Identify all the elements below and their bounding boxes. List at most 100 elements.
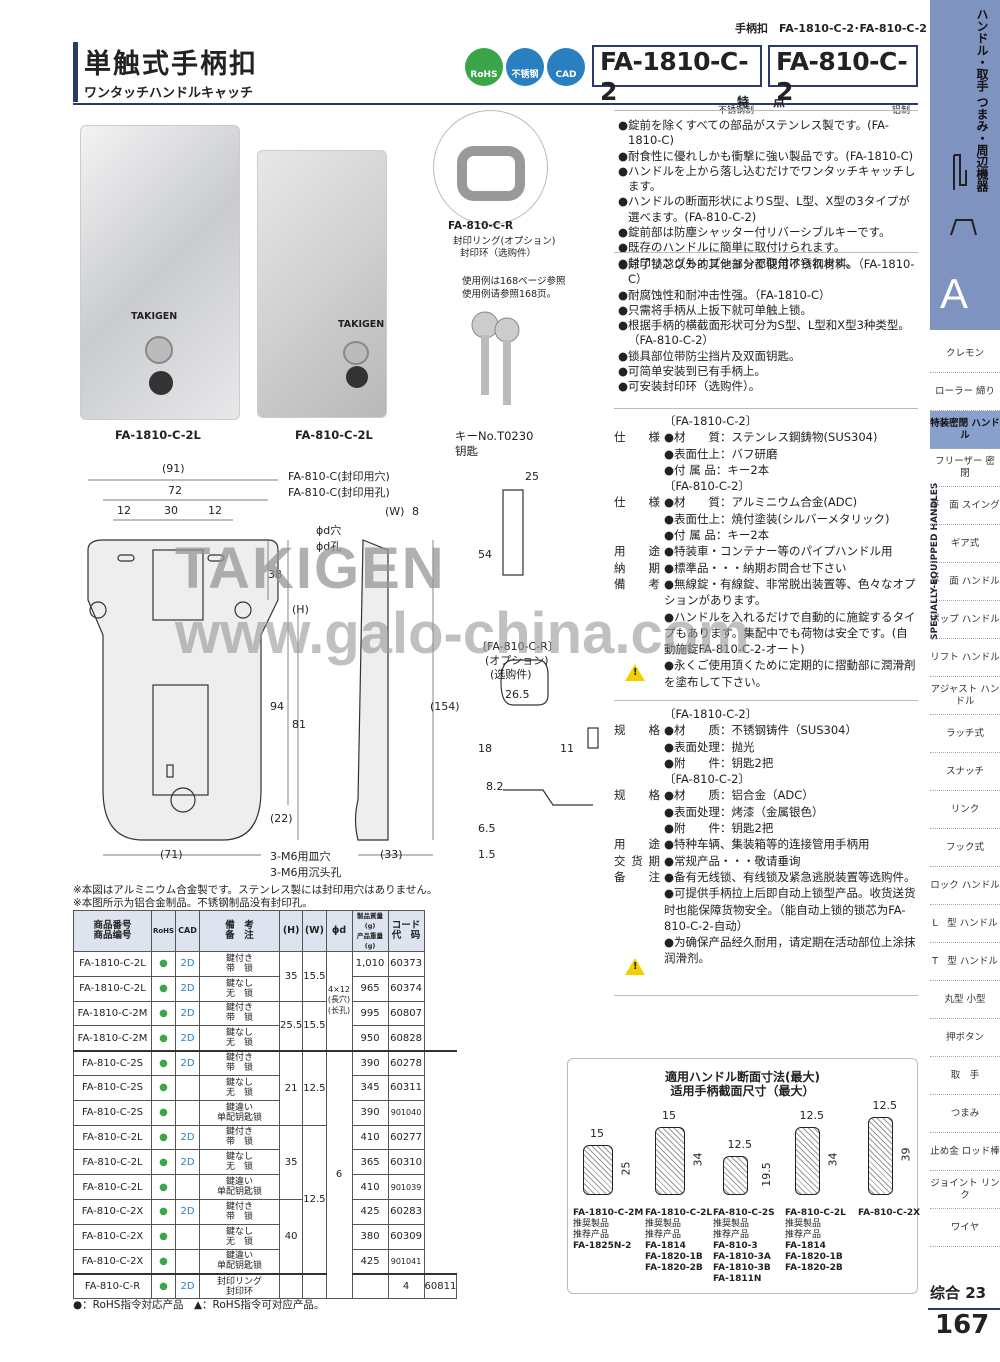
nav-item[interactable]: 平 面 ハンドル — [930, 563, 1000, 601]
nav-item[interactable]: フリーザー 密 閉 — [930, 449, 1000, 487]
note-cn: 无 锁 — [225, 988, 253, 999]
page-title: 単触式手柄扣 — [84, 49, 258, 80]
nav-item[interactable]: ラッチ式 — [930, 715, 1000, 753]
th-cad: CAD — [175, 910, 200, 952]
spec-label: 仕 様 — [614, 430, 660, 445]
recommended-cn: 推荐产品 — [645, 1230, 682, 1240]
cell-cad: 2D — [175, 1000, 200, 1027]
spec-label — [614, 739, 664, 755]
recommended-jp: 推奨製品 — [645, 1219, 682, 1229]
spec-row: 仕 様●材 質：ステンレス鋼鋳物(SUS304) — [614, 429, 919, 445]
seal-ring-icon — [457, 146, 525, 201]
nav-item[interactable]: つまみ — [930, 1095, 1000, 1133]
cell-product-code: 60283 — [387, 1198, 425, 1225]
spec-row: 规 格●材 质：铝合金（ADC） — [614, 787, 919, 803]
handle-section-shape — [655, 1127, 685, 1195]
cell-code: FA-810-C-2X — [73, 1198, 152, 1225]
spec-row: 〔FA-810-C-2〕 — [614, 771, 919, 787]
nav-item[interactable]: ワイヤ — [930, 1209, 1000, 1247]
m6-label-cn: 3-M6用沉头孔 — [270, 866, 342, 879]
cell-note: 封印リング封印环 — [199, 1273, 280, 1300]
spec-row: 规 格●材 质：不锈钢铸件（SUS304） — [614, 722, 919, 738]
recommended-product: FA-1814 — [645, 1241, 686, 1251]
cell-weight: 410 — [351, 1124, 389, 1151]
th-rohs: RoHS — [151, 910, 176, 952]
spec-row: ●付 属 品：キー2本 — [614, 527, 919, 543]
nav-item[interactable]: T 型 ハンドル — [930, 943, 1000, 981]
cell-product-code: 60278 — [387, 1050, 425, 1076]
nav-item[interactable]: ジョイント リンク — [930, 1171, 1000, 1209]
spec-label: 备 注 — [614, 869, 660, 884]
section-width: 12.5 — [727, 1138, 753, 1151]
cell-cad: 2D — [175, 1149, 200, 1176]
spec-cn: 〔FA-1810-C-2〕规 格●材 质：不锈钢铸件（SUS304）●表面处理：… — [614, 706, 919, 967]
ring-label-cn: 封印环（选购件） — [460, 248, 537, 259]
th-h: (H) — [278, 910, 304, 952]
recommended-cn: 推荐产品 — [785, 1230, 822, 1240]
nav-item[interactable]: 平 面 スイング — [930, 487, 1000, 525]
cell-product-code: 60310 — [387, 1149, 425, 1176]
nav-item[interactable]: ポップ ハンドル — [930, 601, 1000, 639]
spec-value: ●永くご使用頂くために定期的に摺動部に潤滑剤を塗布して下さい。 — [664, 658, 916, 689]
spec-table: 商品番号商品编号 RoHS CAD 備 考备 注 (H) (W) ϕd 製品質量… — [73, 910, 458, 1300]
spec-row: ●表面仕上：バフ研磨 — [614, 446, 919, 462]
option-model: 〔FA-810-C-R〕 — [476, 640, 559, 653]
cell-note: 鍵付き带 锁 — [199, 1198, 280, 1225]
features-list-cn: ●除了锁芯以外的其他部分都使用不锈钢材料。（FA-1810-C）●耐腐蚀性和耐冲… — [618, 257, 918, 395]
th-weight: 製品質量(g)产品重量(g) — [351, 910, 389, 952]
spec-row: ●附 件：钥匙2把 — [614, 755, 919, 771]
cell-product-code: 60311 — [387, 1074, 425, 1101]
nav-item[interactable]: リンク — [930, 791, 1000, 829]
feature-item: ●锁具部位带防尘挡片及双面钥匙。 — [618, 348, 801, 363]
feature-item: ●錠前を除くすべての部品がステンレス製です。(FA-1810-C) — [618, 118, 889, 148]
nav-item[interactable]: フック式 — [930, 829, 1000, 867]
nav-item[interactable]: 特装密閉 ハンドル — [930, 411, 1000, 449]
note-cn: 封印环 — [225, 1286, 253, 1297]
nav-item[interactable]: 押ボタン — [930, 1019, 1000, 1057]
cell-code: FA-810-C-2L — [73, 1174, 152, 1200]
dim-label: 6.5 — [478, 822, 496, 835]
nav-item[interactable]: アジャスト ハンドル — [930, 677, 1000, 715]
page-number: 167 — [935, 1310, 990, 1340]
cell-code: FA-810-C-2S — [73, 1074, 152, 1101]
nav-item[interactable]: クレモン — [930, 335, 1000, 373]
cell-rohs: ● — [151, 1273, 176, 1300]
cell-cad — [175, 1223, 200, 1250]
note-jp: 鍵違い — [225, 1251, 253, 1262]
nav-item[interactable]: 丸型 小型 — [930, 981, 1000, 1019]
nav-item[interactable]: 止め金 ロッド棒 — [930, 1133, 1000, 1171]
note-cn: ※本图所示为铝合金制品。不锈钢制品没有封印孔。 — [73, 897, 313, 909]
dim-label: 94 — [270, 700, 284, 713]
nav-item[interactable]: リフト ハンドル — [930, 639, 1000, 677]
note-cn: 无 锁 — [225, 1087, 253, 1098]
model-box-1810: FA-1810-C-2 不锈钢制 — [592, 45, 762, 116]
watermark-line2: www.galo-china.com — [175, 601, 750, 666]
spec-row: 納 期●標準品・・・納期お問合せ下さい — [614, 560, 919, 576]
m6-label-jp: 3-M6用皿穴 — [270, 850, 331, 863]
handle-section-shape — [723, 1156, 748, 1195]
dim-label: (71) — [160, 848, 183, 861]
dim-label: (W) — [385, 505, 405, 518]
nav-item[interactable]: ローラー 締り — [930, 373, 1000, 411]
cell-w: 15.5 — [302, 1000, 327, 1052]
sogo-label: 综合 23 — [930, 1284, 987, 1302]
nav-item[interactable]: ギア式 — [930, 525, 1000, 563]
feature-item: ●封印リングもオプションで取付けられます。 — [618, 255, 857, 270]
stainless-badge-icon: 不锈钢 — [506, 48, 544, 86]
cell-rohs: ● — [151, 1223, 176, 1250]
cell-product-code: 60374 — [387, 975, 425, 1002]
spec-value: ●付 属 品：キー2本 — [664, 462, 770, 477]
cell-cad: 2D — [175, 1124, 200, 1151]
cell-product-code: 60309 — [387, 1223, 425, 1250]
cell-h: 25.5 — [278, 1000, 304, 1052]
nav-item[interactable]: L 型 ハンドル — [930, 905, 1000, 943]
section-letter: A — [940, 270, 969, 317]
nav-item[interactable]: ロック ハンドル — [930, 867, 1000, 905]
cell-h: 35 — [278, 951, 304, 1002]
nav-item[interactable]: 取 手 — [930, 1057, 1000, 1095]
nav-item[interactable]: スナッチ — [930, 753, 1000, 791]
